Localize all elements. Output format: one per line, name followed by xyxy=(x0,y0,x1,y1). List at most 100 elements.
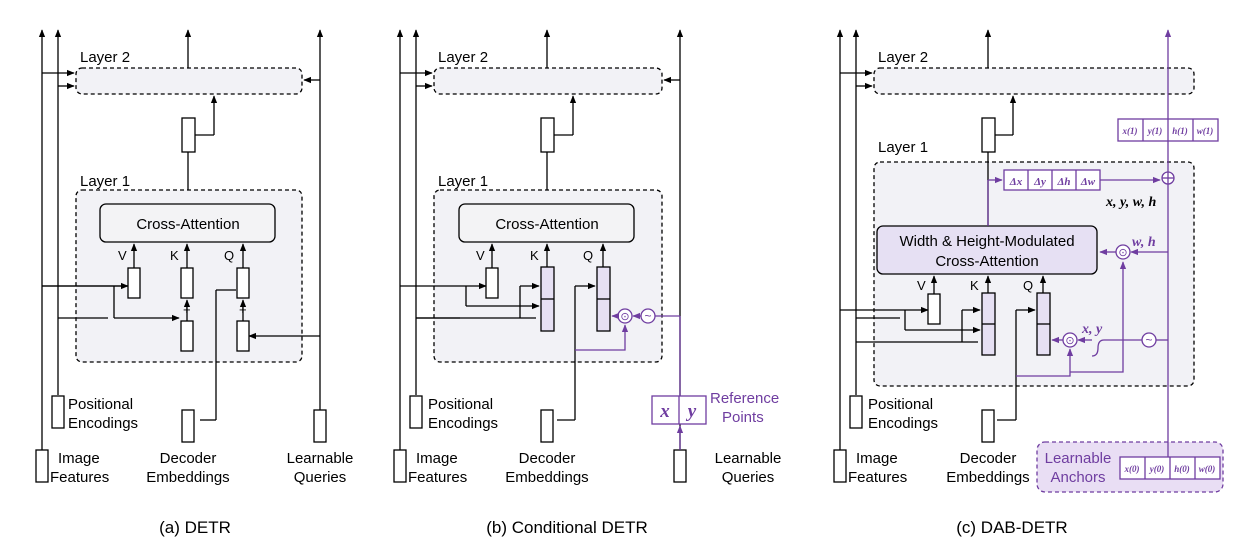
positional-label-1: Positional xyxy=(428,396,493,413)
sine-symbol: ~ xyxy=(644,309,651,323)
decoder-label-1: Decoder xyxy=(160,450,217,467)
panel-detr-labels: Layer 2 Layer 1 Cross-Attention V K Q + … xyxy=(50,49,353,537)
xywh-label: x, y, w, h xyxy=(1105,195,1157,210)
anchors-label-2: Anchors xyxy=(1050,469,1105,486)
panel-dab-detr xyxy=(833,29,1195,483)
decoder-label-2: Embeddings xyxy=(946,469,1029,486)
layer2-label: Layer 2 xyxy=(80,49,130,66)
output-block xyxy=(981,117,996,153)
queries-label-2: Queries xyxy=(294,469,347,486)
ref-y-label: y xyxy=(686,401,697,422)
positional-label-1: Positional xyxy=(868,396,933,413)
panel-dab-anchor-flow xyxy=(987,29,1224,493)
layer2-box xyxy=(433,67,663,95)
positional-encodings-block xyxy=(51,395,65,429)
panel-conditional-labels: Layer 2 Layer 1 Cross-Attention V K Q ⊙ … xyxy=(408,49,781,537)
positional-label-1: Positional xyxy=(68,396,133,413)
layer1-h: h(1) xyxy=(1172,126,1188,136)
delta-x: Δx xyxy=(1009,176,1023,188)
image-features-block xyxy=(833,449,847,483)
layer2-box xyxy=(75,67,303,95)
panel-conditional-reference-flow xyxy=(575,308,707,450)
image-label-2: Features xyxy=(50,469,109,486)
v-label: V xyxy=(476,248,485,263)
query-pos-block xyxy=(236,320,250,352)
positional-label-2: Encodings xyxy=(68,415,138,432)
decoder-label-1: Decoder xyxy=(519,450,576,467)
q-label: Q xyxy=(224,248,234,263)
xy-label: x, y xyxy=(1081,322,1103,337)
modulated-cross-label-1: Width & Height-Modulated xyxy=(899,233,1074,250)
cross-attention-box xyxy=(99,203,276,243)
decoder-embeddings-block xyxy=(981,409,995,443)
k-label: K xyxy=(530,248,539,263)
modulated-cross-label-2: Cross-Attention xyxy=(935,253,1038,270)
mult-symbol: ⊙ xyxy=(1118,247,1127,259)
caption-detr: (a) DETR xyxy=(159,518,231,537)
cross-attention-label: Cross-Attention xyxy=(495,216,598,233)
q-label: Q xyxy=(583,248,593,263)
anchors-label-1: Learnable xyxy=(1045,450,1112,467)
wh-label: w, h xyxy=(1132,235,1156,250)
layer1-w: w(1) xyxy=(1197,126,1214,136)
anchor-x: x(0) xyxy=(1124,464,1140,474)
positional-encodings-block xyxy=(849,395,863,429)
mult-symbol: ⊙ xyxy=(1065,335,1074,347)
caption-conditional-detr: (b) Conditional DETR xyxy=(486,518,648,537)
q-label: Q xyxy=(1023,278,1033,293)
decoder-label-2: Embeddings xyxy=(146,469,229,486)
decoder-label-1: Decoder xyxy=(960,450,1017,467)
modulated-cross-attention-box xyxy=(876,225,1098,275)
queries-label-2: Queries xyxy=(722,469,775,486)
learnable-queries-block xyxy=(313,409,327,443)
k-label: K xyxy=(970,278,979,293)
delta-y: Δy xyxy=(1033,176,1046,188)
image-label-1: Image xyxy=(856,450,898,467)
k-label: K xyxy=(170,248,179,263)
panel-dab-labels: Layer 2 Layer 1 Width & Height-Modulated… xyxy=(848,49,1215,537)
positional-label-2: Encodings xyxy=(428,415,498,432)
v-label: V xyxy=(118,248,127,263)
layer1-x: x(1) xyxy=(1122,126,1138,136)
decoder-label-2: Embeddings xyxy=(505,469,588,486)
value-block xyxy=(927,293,941,325)
sine-symbol: ~ xyxy=(1145,333,1152,347)
caption-dab-detr: (c) DAB-DETR xyxy=(956,518,1067,537)
layer1-label: Layer 1 xyxy=(438,173,488,190)
image-features-block xyxy=(393,449,407,483)
layer2-label: Layer 2 xyxy=(878,49,928,66)
reference-label-2: Points xyxy=(722,409,764,426)
layer2-box xyxy=(873,67,1195,95)
layer1-label: Layer 1 xyxy=(878,139,928,156)
reference-label-1: Reference xyxy=(710,390,779,407)
cross-attention-label: Cross-Attention xyxy=(136,216,239,233)
key-block xyxy=(180,267,194,299)
decoder-embeddings-block xyxy=(540,409,554,443)
positional-label-2: Encodings xyxy=(868,415,938,432)
delta-w: Δw xyxy=(1080,176,1096,188)
key-pos-block xyxy=(180,320,194,352)
output-block xyxy=(540,117,555,153)
learnable-queries-block xyxy=(673,449,687,483)
positional-encodings-block xyxy=(409,395,423,429)
value-block xyxy=(485,267,499,299)
image-features-block xyxy=(35,449,49,483)
panel-detr xyxy=(35,29,327,483)
decoder-embeddings-block xyxy=(181,409,195,443)
image-label-2: Features xyxy=(848,469,907,486)
layer2-label: Layer 2 xyxy=(438,49,488,66)
layer1-y: y(1) xyxy=(1147,126,1163,136)
mult-symbol: ⊙ xyxy=(620,311,629,323)
value-block xyxy=(127,267,141,299)
plus-label: + xyxy=(183,302,191,317)
layer1-label: Layer 1 xyxy=(80,173,130,190)
image-label-2: Features xyxy=(408,469,467,486)
v-label: V xyxy=(917,278,926,293)
image-label-1: Image xyxy=(58,450,100,467)
anchor-h: h(0) xyxy=(1174,464,1190,474)
delta-h: Δh xyxy=(1056,176,1070,188)
plus-label: + xyxy=(239,302,247,317)
image-label-1: Image xyxy=(416,450,458,467)
anchor-w: w(0) xyxy=(1199,464,1216,474)
